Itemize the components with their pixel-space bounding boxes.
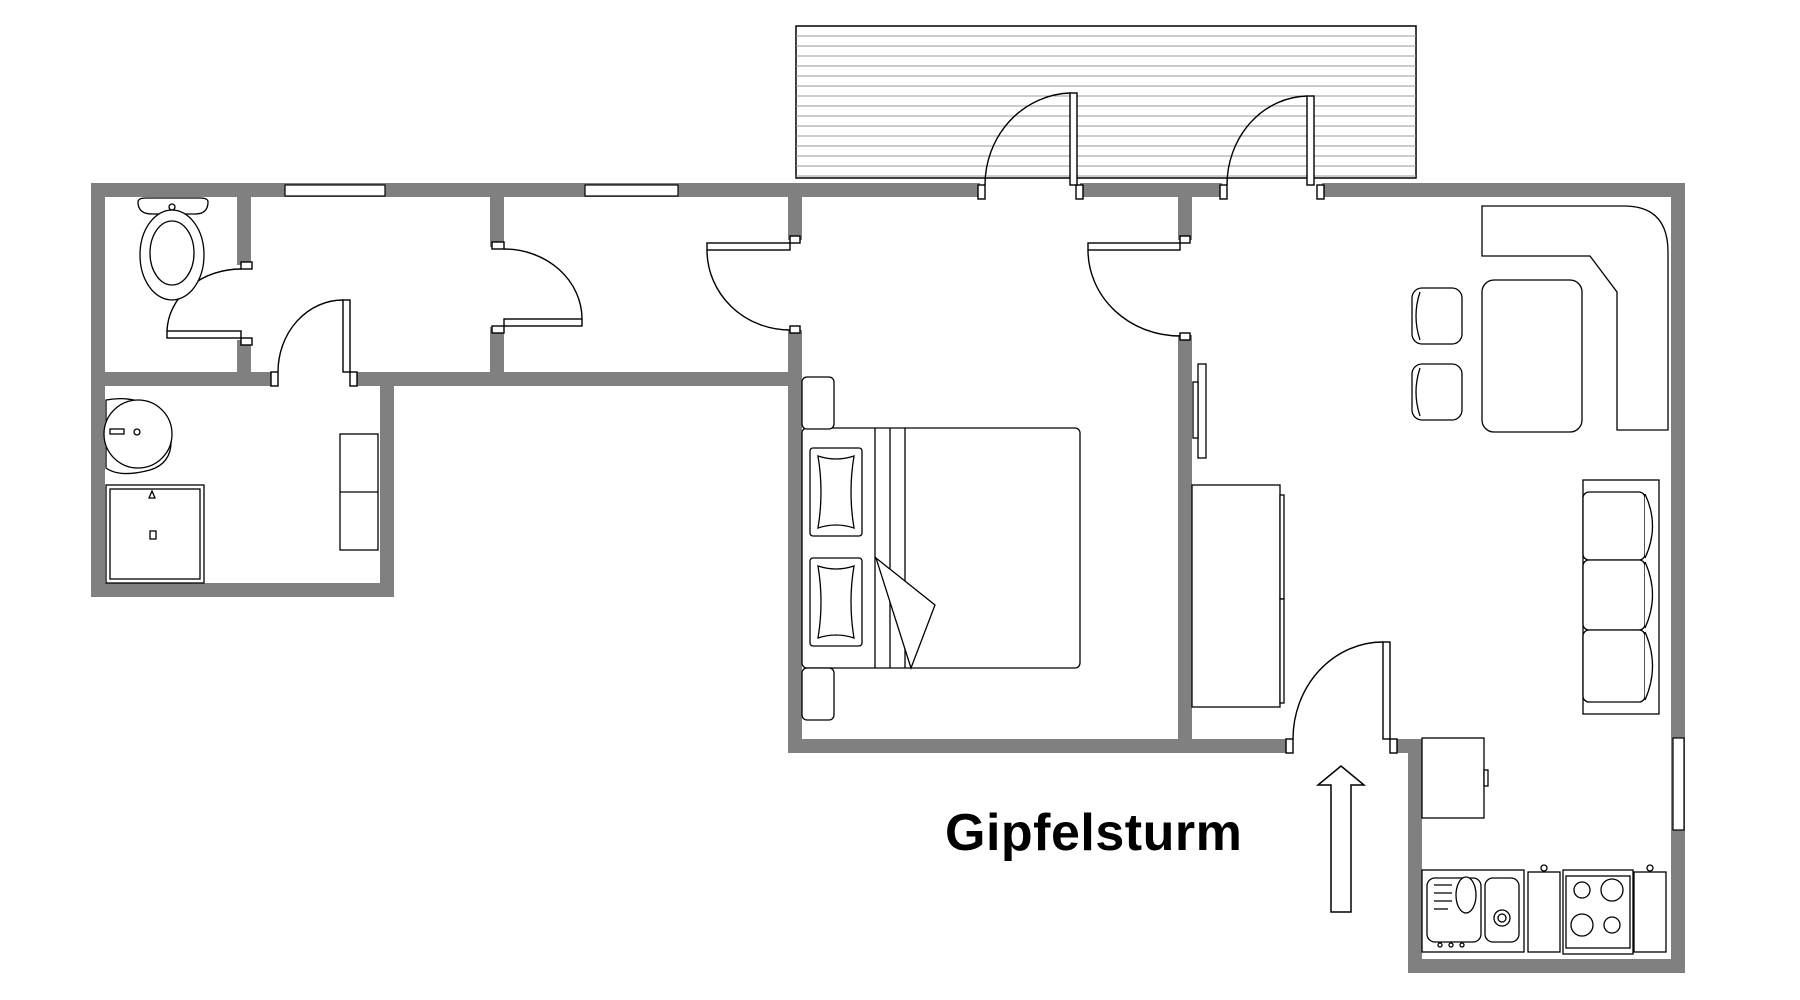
doors [166, 92, 1398, 754]
up-arrow [1315, 765, 1367, 913]
nightstand-top [801, 376, 835, 430]
bathroom-door [270, 299, 358, 387]
double-bed [801, 427, 1081, 670]
dining-table [1481, 279, 1583, 433]
nightstand-bottom [801, 667, 835, 721]
entrance-door [1285, 641, 1398, 754]
washbasin [103, 397, 173, 475]
chair-1 [1411, 287, 1463, 345]
sofa [1582, 479, 1660, 715]
kitchen-sink [1421, 869, 1525, 953]
shower [105, 484, 205, 584]
toilet-door [166, 261, 253, 346]
corner-bench [1481, 205, 1669, 431]
plan-title: Gipfelsturm [945, 804, 1243, 862]
wardrobe [1191, 484, 1285, 708]
stove [1527, 864, 1667, 955]
balcony-door-1 [977, 92, 1084, 200]
bathroom-cabinet [339, 433, 379, 551]
hall-door [491, 241, 583, 334]
balcony-door-2 [1219, 95, 1325, 200]
bedroom-door [706, 235, 801, 334]
living-door [1087, 235, 1191, 341]
windows [284, 184, 1685, 831]
toilet [137, 197, 209, 301]
balcony [795, 25, 1417, 179]
tv [1192, 363, 1207, 459]
chair-2 [1411, 363, 1463, 421]
fridge [1421, 737, 1489, 819]
